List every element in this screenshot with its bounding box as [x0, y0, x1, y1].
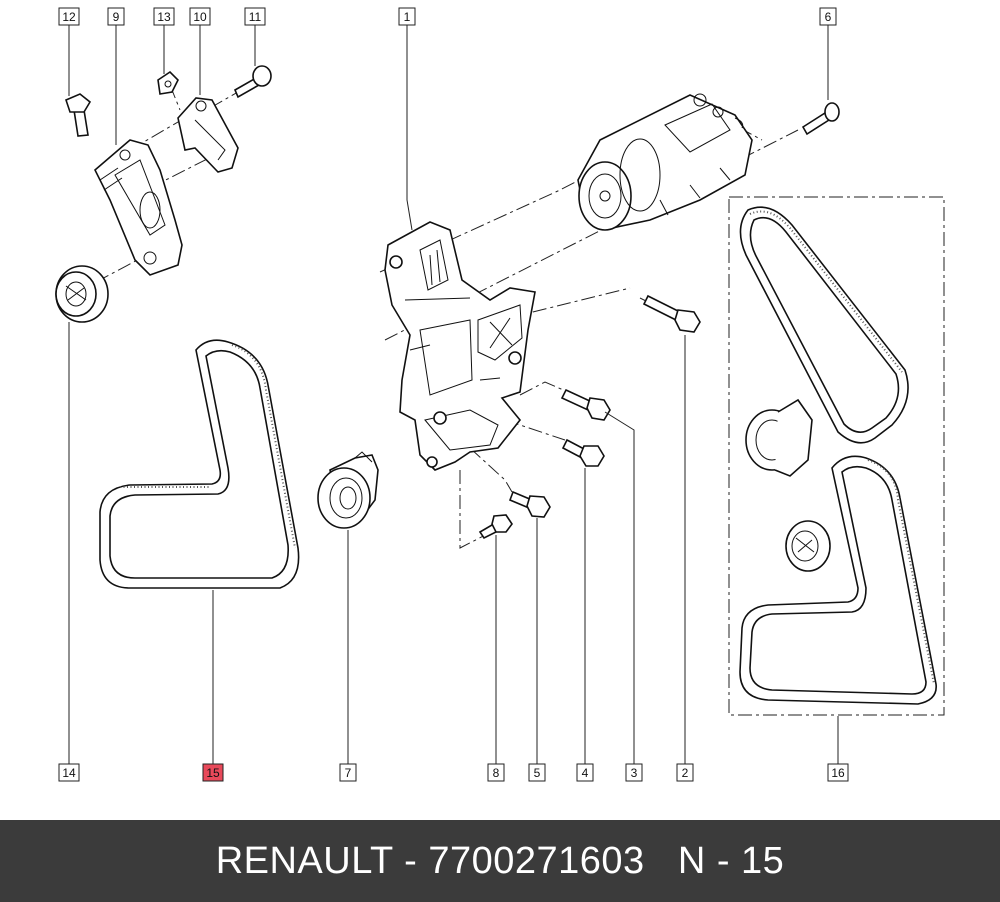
- callout-14: 14: [58, 763, 80, 782]
- part-10-bracket-plate: [177, 97, 239, 173]
- svg-text:12: 12: [62, 10, 76, 24]
- svg-text:4: 4: [582, 766, 589, 780]
- part-3-bolt: [560, 388, 611, 421]
- callout-8: 8: [487, 763, 505, 782]
- callout-6: 6: [819, 7, 837, 26]
- leader-lines: [68, 25, 839, 780]
- callout-3: 3: [625, 763, 643, 782]
- part-2-bolt: [642, 294, 701, 333]
- svg-text:14: 14: [62, 766, 76, 780]
- callout-16: 16: [827, 763, 849, 782]
- svg-text:3: 3: [631, 766, 638, 780]
- part-6-bolt: [801, 102, 840, 136]
- svg-text:6: 6: [825, 10, 832, 24]
- svg-text:2: 2: [682, 766, 689, 780]
- part-9-tensioner-arm: [94, 139, 183, 276]
- callout-11: 11: [244, 7, 266, 26]
- svg-text:8: 8: [493, 766, 500, 780]
- callout-1: 1: [398, 7, 416, 26]
- callout-13: 13: [153, 7, 175, 26]
- part-1-accessory-bracket: [384, 221, 536, 471]
- footer-caption: RENAULT - 7700271603 N - 15: [215, 839, 785, 882]
- part-16-timing-belt-kit: [739, 206, 937, 705]
- callout-5: 5: [528, 763, 546, 782]
- svg-text:13: 13: [157, 10, 171, 24]
- part-12-bolt: [65, 93, 92, 137]
- callout-4: 4: [576, 763, 594, 782]
- callout-15-highlighted: 15: [202, 763, 224, 782]
- svg-text:11: 11: [249, 10, 262, 24]
- callout-2: 2: [676, 763, 694, 782]
- exploded-parts-diagram: 1 2 3 4 5 6 7 8 9 10 11 12 13 14 15 16: [55, 7, 945, 782]
- callout-9: 9: [107, 7, 125, 26]
- svg-text:10: 10: [193, 10, 207, 24]
- part-4-bolt: [561, 438, 605, 467]
- part-8-bolt: [478, 514, 513, 540]
- footer-bar: RENAULT - 7700271603 N - 15: [0, 820, 1000, 902]
- svg-text:16: 16: [831, 766, 845, 780]
- svg-text:1: 1: [404, 10, 411, 24]
- ac-compressor: [577, 93, 753, 231]
- svg-text:9: 9: [113, 10, 120, 24]
- part-13-clip: [157, 70, 179, 95]
- part-15-ribbed-belt: [99, 339, 300, 589]
- part-7-tensioner-pulley: [317, 451, 379, 529]
- part-11-bolt: [233, 65, 272, 99]
- alignment-lines: [95, 84, 945, 716]
- svg-text:7: 7: [345, 766, 352, 780]
- part-14-idler-pulley: [55, 265, 109, 323]
- callout-12: 12: [58, 7, 80, 26]
- svg-text:5: 5: [534, 766, 541, 780]
- callout-10: 10: [189, 7, 211, 26]
- svg-text:15: 15: [206, 766, 220, 780]
- kit-16-frame: [728, 196, 945, 716]
- part-5-bolt: [508, 490, 551, 518]
- callout-7: 7: [339, 763, 357, 782]
